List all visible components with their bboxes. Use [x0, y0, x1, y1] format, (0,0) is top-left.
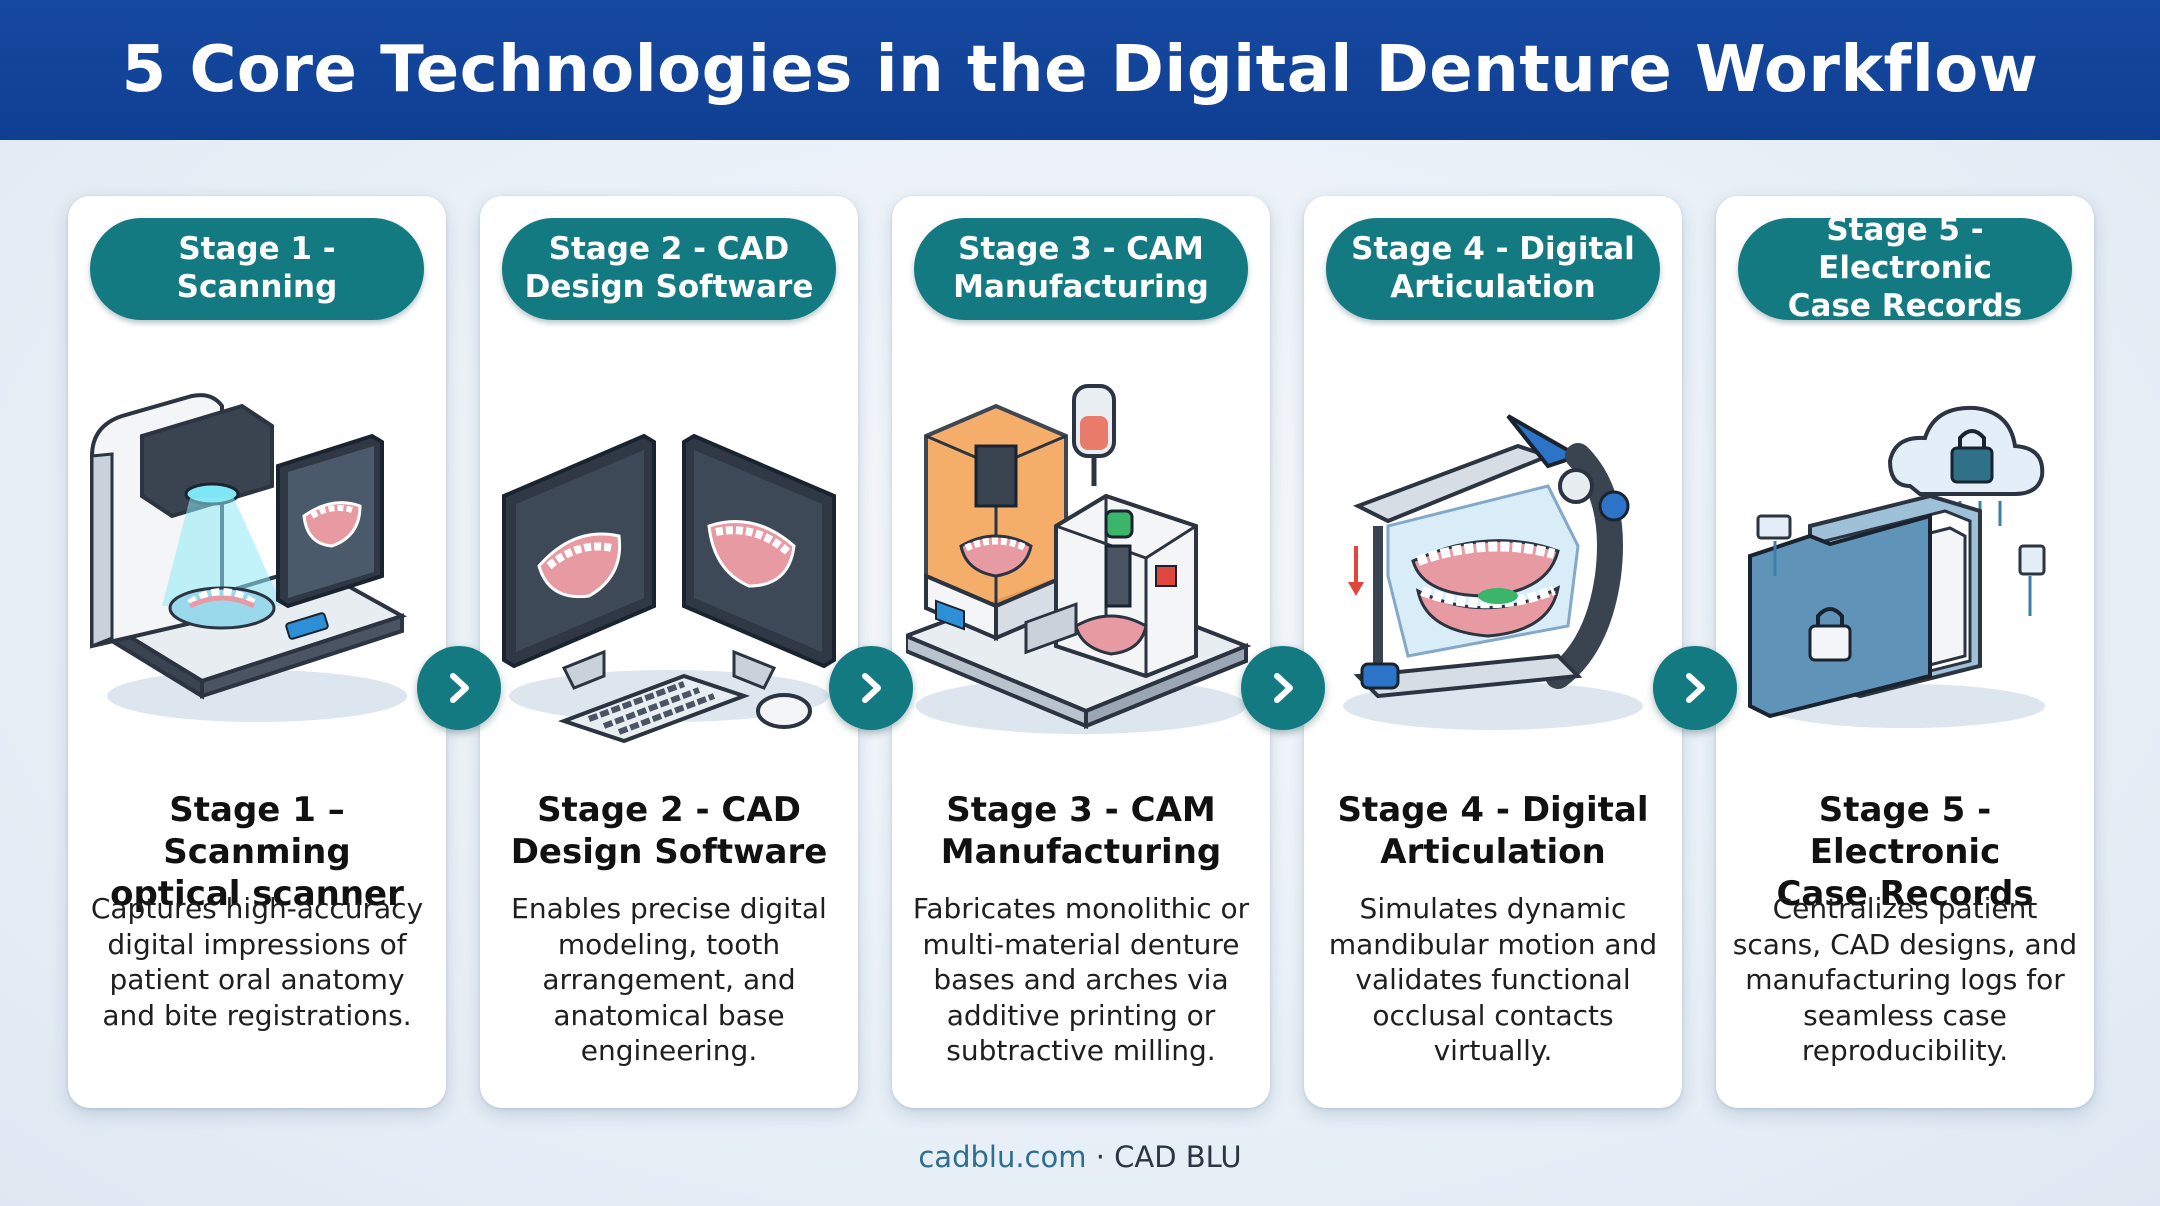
stage-heading-3: Stage 3 - CAM Manufacturing [940, 790, 1222, 872]
stage-pill-3: Stage 3 - CAM Manufacturing [914, 218, 1248, 320]
stage-pill-label: Stage 4 - Digital Articulation [1351, 231, 1635, 305]
stage-heading-4: Stage 4 - Digital Articulation [1337, 790, 1649, 872]
stage-pill-5: Stage 5 - Electronic Case Records [1738, 212, 2072, 324]
stage-pill-1: Stage 1 - Scanning [90, 218, 424, 320]
title-banner: 5 Core Technologies in the Digital Dentu… [0, 0, 2160, 140]
cad-workstation-icon [502, 433, 836, 744]
printer-mill-icon [906, 384, 1252, 734]
footer-brand: CAD BLU [1114, 1140, 1242, 1174]
stage-pill-4: Stage 4 - Digital Articulation [1326, 218, 1660, 320]
footer-separator: · [1086, 1140, 1115, 1174]
stage-heading-1: Stage 1 – Scanming optical scanner [110, 790, 404, 914]
chevron-right-icon [1653, 646, 1737, 730]
footer-credit: cadblu.com · CAD BLU [0, 1140, 2160, 1174]
stage-card-5: Stage 5 - Electronic Case Records Stage … [1716, 196, 2094, 1108]
cloud-records-icon [1748, 405, 2046, 728]
chevron-right-icon [829, 646, 913, 730]
stage-pill-label: Stage 1 - Scanning [176, 231, 338, 305]
stage-description-5: Centralizes patient scans, CAD designs, … [1732, 892, 2078, 1068]
stage-card-4: Stage 4 - Digital Articulation Stage 4 -… [1304, 196, 1682, 1108]
stage-description-1: Captures high-accuracy digital impressio… [90, 892, 424, 1032]
chevron-right-icon [1241, 646, 1325, 730]
stage-description-3: Fabricates monolithic or multi-material … [912, 892, 1250, 1068]
stage-pill-label: Stage 5 - Electronic Case Records [1787, 212, 2023, 324]
footer-site-link[interactable]: cadblu.com [918, 1140, 1087, 1174]
optical-scanner-icon [90, 393, 407, 722]
articulator-icon [1343, 414, 1643, 730]
stage-pill-2: Stage 2 - CAD Design Software [502, 218, 836, 320]
stage-description-2: Enables precise digital modeling, tooth … [511, 892, 827, 1068]
page-title: 5 Core Technologies in the Digital Dentu… [121, 33, 2039, 107]
stage-card-1: Stage 1 - Scanning Stage 1 – Scanming op… [68, 196, 446, 1108]
stage-card-2: Stage 2 - CAD Design Software Stage 2 - … [480, 196, 858, 1108]
stage-description-4: Simulates dynamic mandibular motion and … [1328, 892, 1658, 1068]
chevron-right-icon [417, 646, 501, 730]
stage-pill-label: Stage 3 - CAM Manufacturing [953, 231, 1209, 305]
stage-heading-5: Stage 5 - Electronic Case Records [1776, 790, 2034, 914]
stage-card-3: Stage 3 - CAM Manufacturing Stage 3 - CA… [892, 196, 1270, 1108]
stage-heading-2: Stage 2 - CAD Design Software [510, 790, 828, 872]
stage-pill-label: Stage 2 - CAD Design Software [524, 231, 814, 305]
